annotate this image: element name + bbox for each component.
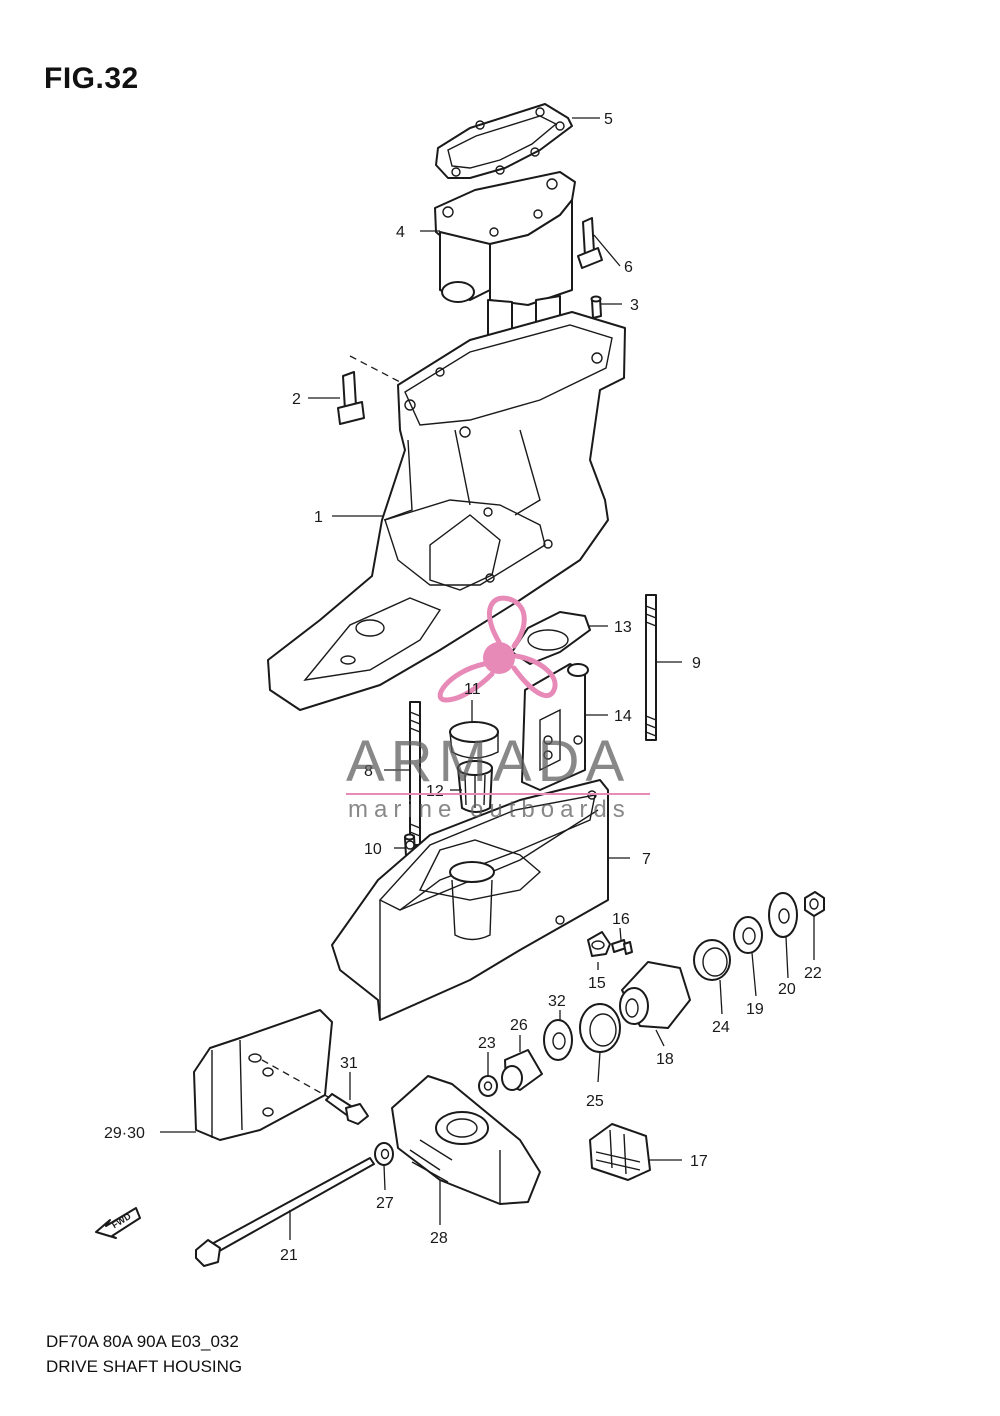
callout-2: 2 xyxy=(292,391,301,408)
callout-11: 11 xyxy=(464,681,481,698)
callout-12: 12 xyxy=(426,783,444,800)
part-10-dowel-pin[interactable] xyxy=(404,833,416,857)
callout-5: 5 xyxy=(604,111,613,128)
callout-6: 6 xyxy=(624,259,633,276)
watermark-rule xyxy=(346,793,650,795)
propeller-logo-icon xyxy=(437,595,558,703)
part-12-grommet[interactable] xyxy=(457,760,493,813)
figure-title: FIG.32 xyxy=(44,62,139,95)
part-31-bolt[interactable] xyxy=(325,1093,369,1125)
part-28-mount-bracket[interactable] xyxy=(391,1075,541,1205)
callout-28: 28 xyxy=(430,1230,448,1247)
part-29-30-cover[interactable] xyxy=(193,1009,333,1141)
part-9-stud[interactable] xyxy=(645,594,657,741)
part-24-bushing[interactable] xyxy=(693,939,731,981)
part-27-washer[interactable] xyxy=(374,1142,394,1166)
part-22-nut[interactable] xyxy=(804,891,825,917)
callout-9: 9 xyxy=(692,655,701,672)
part-23-washer[interactable] xyxy=(478,1075,498,1097)
callout-3: 3 xyxy=(630,297,639,314)
part-32-washer[interactable] xyxy=(543,1019,573,1061)
callout-27: 27 xyxy=(376,1195,394,1212)
callout-15: 15 xyxy=(588,975,606,992)
callout-22: 22 xyxy=(804,965,822,982)
callout-18: 18 xyxy=(656,1051,674,1068)
part-26-collar[interactable] xyxy=(501,1049,543,1091)
part-11-seal-ring[interactable] xyxy=(449,721,499,759)
part-18-mount-rubber[interactable] xyxy=(619,961,691,1029)
callout-32: 32 xyxy=(548,993,566,1010)
callout-29-30: 29·30 xyxy=(104,1125,145,1142)
part-16-screw[interactable] xyxy=(611,939,633,955)
callout-7: 7 xyxy=(642,851,651,868)
part-15-collar[interactable] xyxy=(587,931,611,957)
part-20-washer[interactable] xyxy=(768,892,798,938)
callout-23: 23 xyxy=(478,1035,496,1052)
part-3-dowel-pin[interactable] xyxy=(590,295,602,319)
callout-31: 31 xyxy=(340,1055,358,1072)
callout-8: 8 xyxy=(364,763,373,780)
part-17-rubber-pad[interactable] xyxy=(589,1123,651,1181)
callout-17: 17 xyxy=(690,1153,708,1170)
callout-21: 21 xyxy=(280,1247,298,1264)
leader-lines xyxy=(160,117,815,1240)
model-code: DF70A 80A 90A E03_032 xyxy=(46,1332,239,1351)
callout-20: 20 xyxy=(778,981,796,998)
diagram-caption: DRIVE SHAFT HOUSING xyxy=(46,1357,243,1376)
watermark-brand: ARMADA xyxy=(346,729,631,794)
callout-16: 16 xyxy=(612,911,630,928)
callout-4: 4 xyxy=(396,224,405,241)
callout-25: 25 xyxy=(586,1093,604,1110)
part-19-washer[interactable] xyxy=(733,916,763,954)
callout-10: 10 xyxy=(364,841,382,858)
callout-19: 19 xyxy=(746,1001,764,1018)
part-7-lower-housing[interactable] xyxy=(331,779,609,1021)
part-1-drive-shaft-housing[interactable] xyxy=(267,311,626,711)
watermark-tagline: marine outboards xyxy=(348,796,631,823)
fwd-arrow-icon: FWD xyxy=(95,1207,141,1239)
callout-1: 1 xyxy=(314,509,323,526)
part-2-bolt[interactable] xyxy=(337,371,365,425)
part-5-gasket[interactable] xyxy=(435,103,573,179)
callout-24: 24 xyxy=(712,1019,730,1036)
part-25-bushing[interactable] xyxy=(579,1003,621,1053)
callout-26: 26 xyxy=(510,1017,528,1034)
part-14-exhaust-guide[interactable] xyxy=(521,663,589,791)
callout-13: 13 xyxy=(614,619,632,636)
part-6-bolt[interactable] xyxy=(577,217,603,269)
part-21-through-bolt[interactable] xyxy=(195,1157,375,1267)
callout-14: 14 xyxy=(614,708,632,725)
